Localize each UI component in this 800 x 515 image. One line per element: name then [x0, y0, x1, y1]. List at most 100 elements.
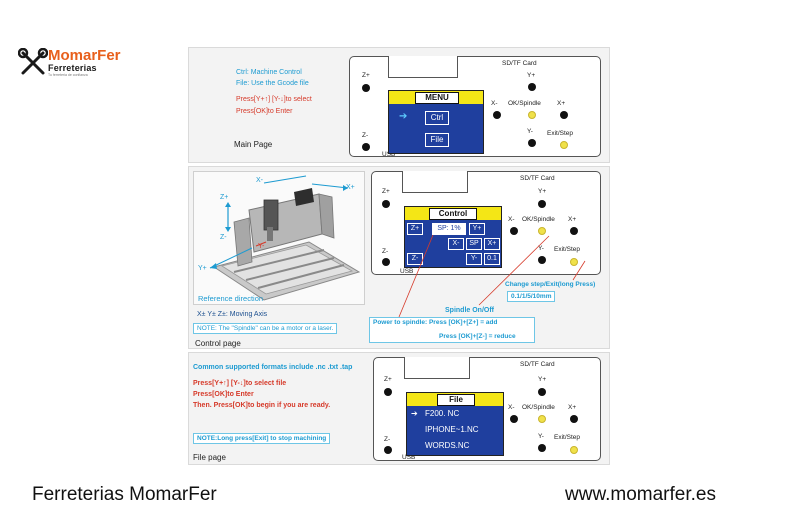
z-minus-button[interactable] [382, 258, 390, 266]
x-plus-button[interactable] [560, 111, 568, 119]
x-minus-label: X- [508, 216, 515, 223]
control-screen: Control Z+ SP: 1% Y+ X- SP X+ Z- Y- 0.1 [404, 206, 502, 268]
main-enter-text: Press[OK]to Enter [236, 108, 293, 115]
y-minus-label: Y- [527, 128, 533, 135]
file-select-text: Press[Y+↑] [Y-↓]to select file [193, 380, 287, 387]
stop-machining-note: NOTE:Long press[Exit] to stop machining [193, 433, 331, 444]
main-page-name: Main Page [234, 140, 273, 149]
logo-name: MomarFer [48, 47, 121, 64]
main-select-text: Press[Y+↑] [Y-↓]to select [236, 96, 312, 103]
x-minus-button[interactable] [510, 227, 518, 235]
z-minus-button[interactable] [362, 143, 370, 151]
screen-y-plus[interactable]: Y+ [469, 223, 485, 235]
ok-spindle-button[interactable] [538, 415, 546, 423]
menu-ctrl-item[interactable]: Ctrl [425, 111, 449, 125]
file-title: File [437, 394, 475, 406]
tools-logo-icon [18, 48, 48, 75]
z-plus-label: Z+ [362, 72, 370, 79]
menu-screen: MENU ➔ Ctrl File [388, 90, 484, 154]
step-values-text: 0.1/1/5/10mm [507, 291, 556, 302]
controller-board-control: SD/TF Card Z+ Z- USB Control Z+ SP: 1% Y… [371, 171, 601, 275]
controller-board: SD/TF Card Z+ Z- USB MENU ➔ Ctrl File Y+… [349, 56, 601, 158]
y-plus-label: Y+ [538, 188, 547, 195]
y-minus-button[interactable] [538, 256, 546, 264]
x-plus-label: X+ [568, 404, 577, 411]
x-minus-button[interactable] [510, 415, 518, 423]
usb-label: USB [400, 268, 414, 275]
z-minus-label: Z- [382, 248, 389, 255]
axis-y-minus-label: Y- [258, 243, 265, 250]
x-plus-button[interactable] [570, 227, 578, 235]
screen-x-minus[interactable]: X- [448, 238, 464, 250]
file-item-2[interactable]: IPHONE~1.NC [425, 425, 479, 434]
y-plus-button[interactable] [538, 388, 546, 396]
y-minus-label: Y- [538, 245, 544, 252]
screen-spindle-speed[interactable]: SP: 1% [432, 223, 466, 235]
footer-store-name: Ferreterias MomarFer [32, 484, 217, 505]
ok-spindle-button[interactable] [538, 227, 546, 235]
screen-z-minus[interactable]: Z- [407, 253, 423, 265]
z-plus-label: Z+ [384, 376, 392, 383]
power-reduce-text: Press [OK]+[Z-] = reduce [439, 333, 516, 340]
y-minus-button[interactable] [538, 444, 546, 452]
moving-axis-text: X± Y± Z±: Moving Axis [197, 311, 268, 318]
exit-step-button[interactable] [570, 258, 578, 266]
spindle-onoff-text: Spindle On/Off [445, 307, 494, 314]
sd-card-label: SD/TF Card [502, 60, 537, 67]
logo-tagline: Tu ferreteria de confianza [48, 73, 88, 77]
file-item-3[interactable]: WORDS.NC [425, 441, 470, 450]
screen-spindle[interactable]: SP [466, 238, 482, 250]
arrow-icon: ➔ [411, 409, 418, 418]
power-spindle-box: Power to spindle: Press [OK]+[Z+] = add … [369, 317, 535, 343]
reference-direction-label: Reference direction [198, 294, 264, 303]
y-plus-button[interactable] [538, 200, 546, 208]
footer-website: www.momarfer.es [565, 484, 716, 505]
z-plus-button[interactable] [382, 200, 390, 208]
x-plus-label: X+ [568, 216, 577, 223]
callout-lines [398, 234, 586, 318]
power-add-text: Power to spindle: Press [OK]+[Z+] = add [373, 319, 498, 326]
y-minus-button[interactable] [528, 139, 536, 147]
sd-card-label: SD/TF Card [520, 361, 555, 368]
z-minus-button[interactable] [384, 446, 392, 454]
usb-label: USB [402, 454, 416, 461]
exit-step-button[interactable] [570, 446, 578, 454]
screen-x-plus[interactable]: X+ [484, 238, 500, 250]
sd-card-slot [388, 56, 458, 78]
file-page-name: File page [193, 453, 226, 462]
main-file-text: File: Use the Gcode file [236, 80, 309, 87]
control-title: Control [429, 208, 477, 220]
file-item-1[interactable]: F200. NC [425, 409, 460, 418]
sd-card-label: SD/TF Card [520, 175, 555, 182]
z-minus-label: Z- [384, 436, 391, 443]
ok-spindle-label: OK/Spindle [508, 100, 541, 107]
x-minus-label: X- [491, 100, 498, 107]
axis-z-plus-label: Z+ [220, 194, 229, 201]
z-plus-label: Z+ [382, 188, 390, 195]
x-minus-button[interactable] [493, 111, 501, 119]
z-plus-button[interactable] [384, 388, 392, 396]
x-plus-button[interactable] [570, 415, 578, 423]
x-plus-label: X+ [557, 100, 566, 107]
axis-y-plus-label: Y+ [198, 265, 207, 272]
cnc-machine-icon [209, 175, 361, 301]
spindle-note: NOTE: The "Spindle" can be a motor or a … [193, 323, 338, 334]
z-plus-button[interactable] [362, 84, 370, 92]
main-page-panel: Ctrl: Machine Control File: Use the Gcod… [188, 47, 610, 163]
axis-z-minus-label: Z- [220, 234, 227, 241]
control-page-name: Control page [195, 339, 241, 348]
main-ctrl-text: Ctrl: Machine Control [236, 69, 302, 76]
x-minus-label: X- [508, 404, 515, 411]
menu-title: MENU [415, 92, 459, 104]
exit-step-label: Exit/Step [554, 434, 581, 441]
screen-z-plus[interactable]: Z+ [407, 223, 423, 235]
ok-spindle-button[interactable] [528, 111, 536, 119]
y-plus-button[interactable] [528, 83, 536, 91]
menu-file-item[interactable]: File [425, 133, 449, 147]
screen-y-minus[interactable]: Y- [466, 253, 482, 265]
usb-label: USB [382, 151, 396, 158]
screen-step[interactable]: 0.1 [484, 253, 500, 265]
exit-step-label: Exit/Step [547, 130, 574, 137]
axis-x-plus-label: X+ [346, 184, 355, 191]
exit-step-button[interactable] [560, 141, 568, 149]
